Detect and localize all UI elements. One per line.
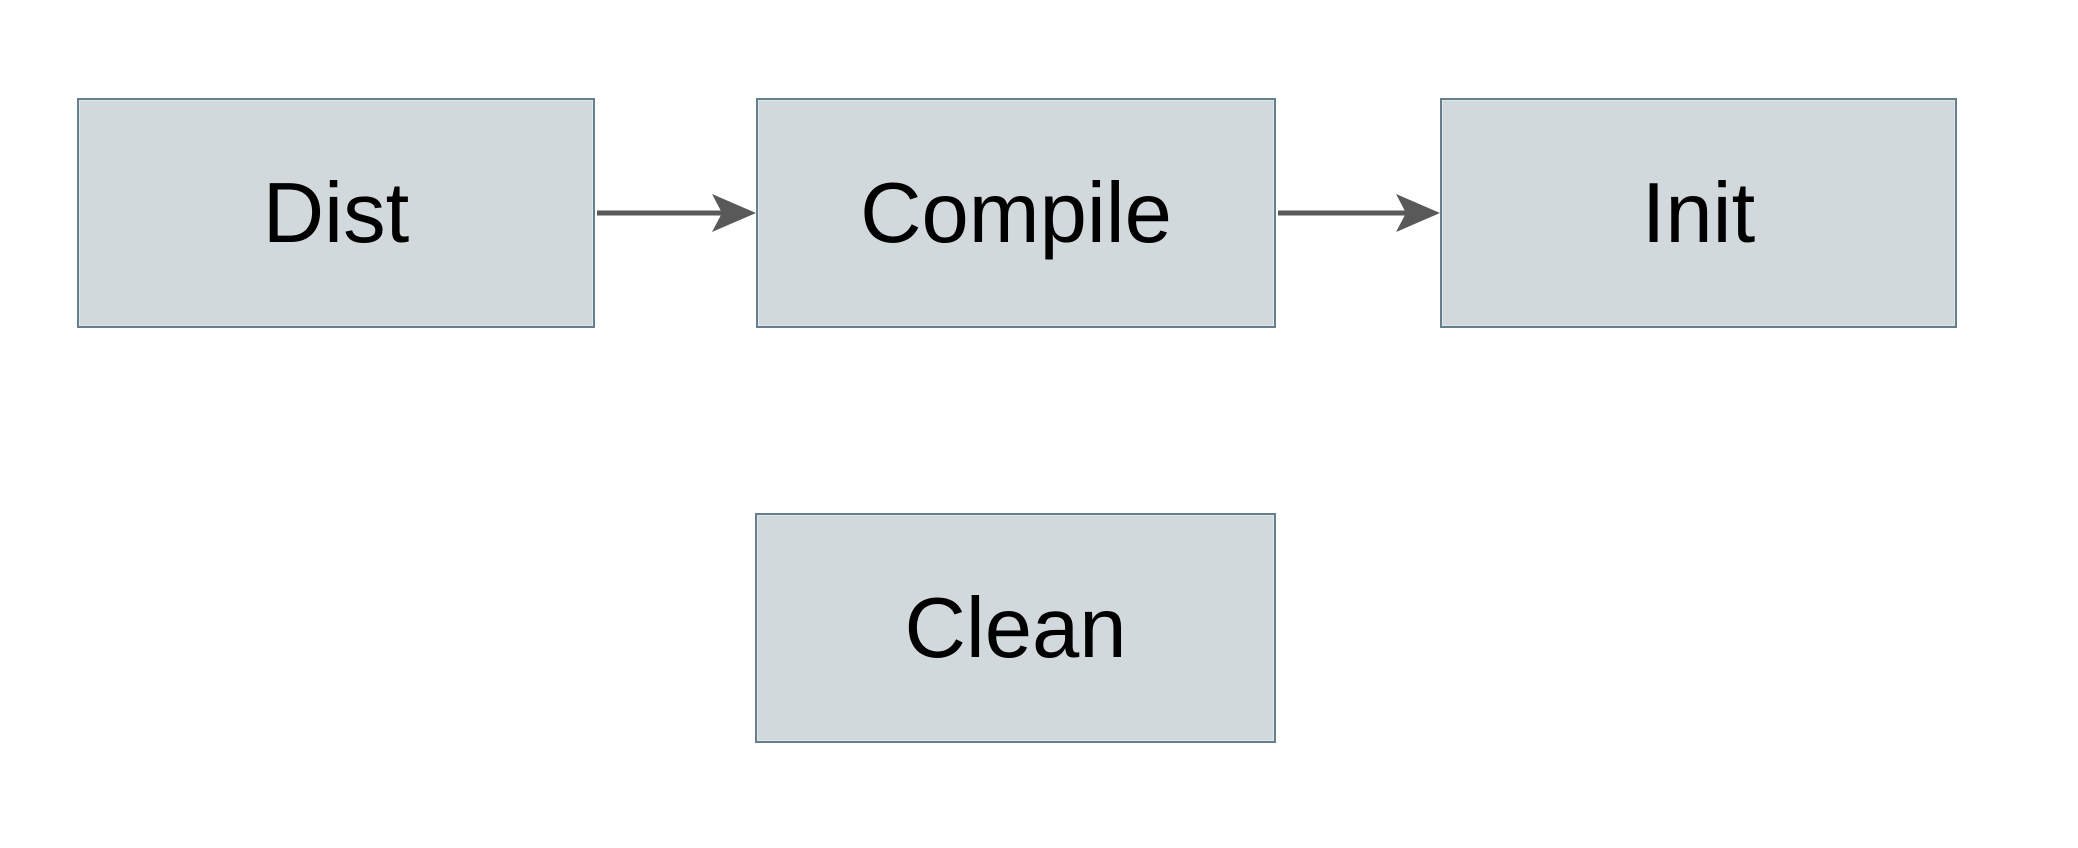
node-dist: Dist [77,98,595,328]
node-compile: Compile [756,98,1276,328]
arrow-compile-to-init [1278,194,1440,232]
node-label: Init [1641,165,1756,261]
node-label: Compile [860,165,1172,261]
arrow-dist-to-compile [597,194,756,232]
node-label: Dist [262,165,410,261]
node-clean: Clean [755,513,1276,743]
node-init: Init [1440,98,1957,328]
node-label: Clean [904,580,1127,676]
